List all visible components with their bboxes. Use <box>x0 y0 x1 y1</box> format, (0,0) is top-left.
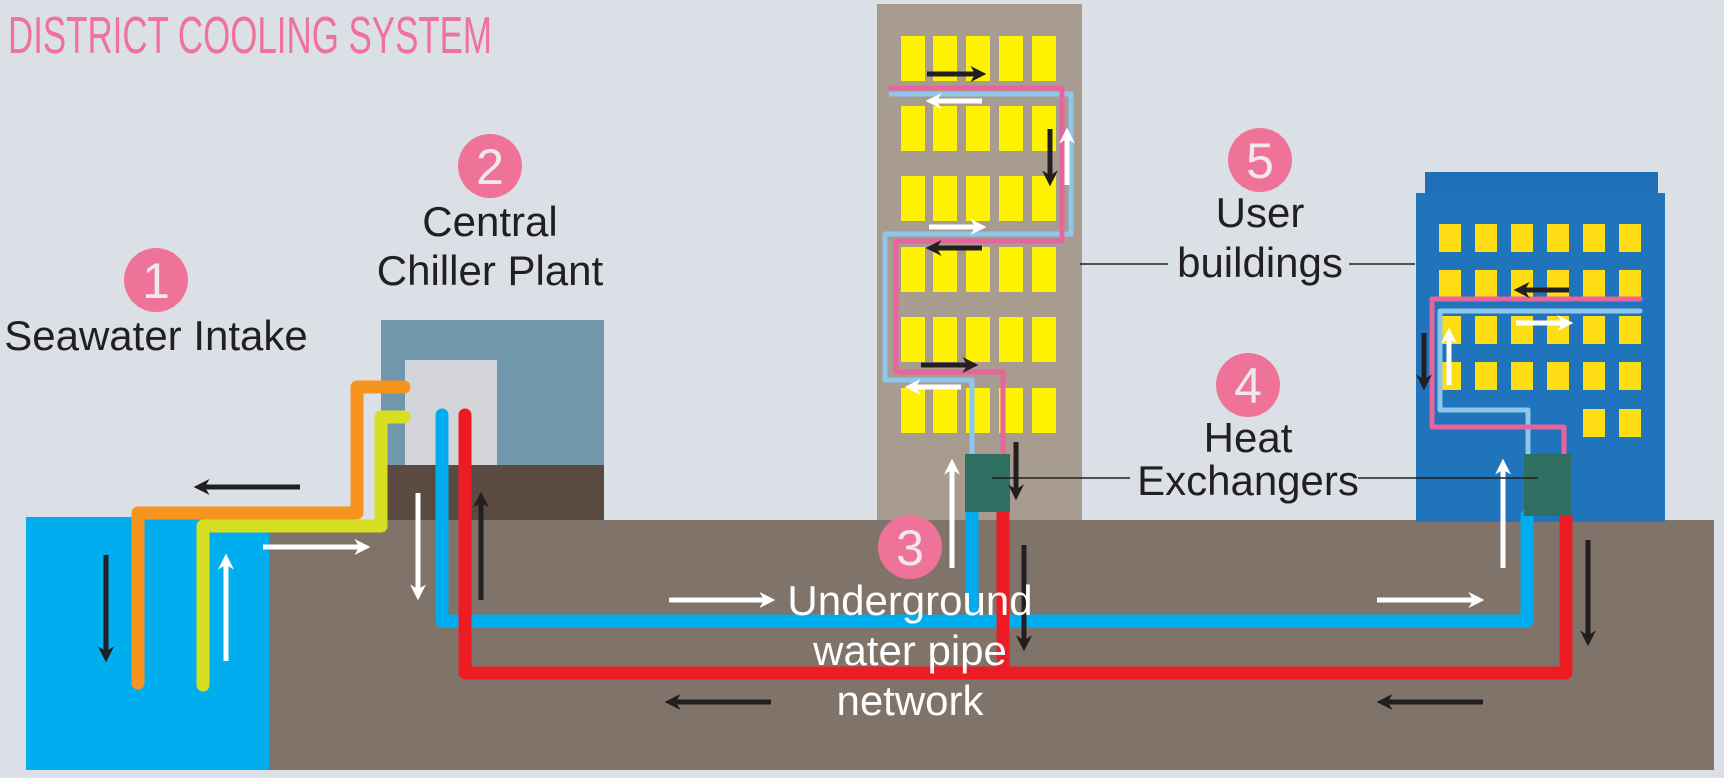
window <box>1583 224 1605 252</box>
step-1-seawater-intake: 1 Seawater Intake <box>4 248 308 359</box>
step-number-2: 2 <box>476 139 504 195</box>
seawater-intake-pipe <box>196 410 411 692</box>
step-label-user: User <box>1216 189 1305 236</box>
window <box>901 388 925 433</box>
window <box>1583 316 1605 344</box>
window <box>1547 270 1569 298</box>
window <box>933 317 957 362</box>
chilled-water-supply-pipe <box>435 408 1534 628</box>
window <box>1583 409 1605 437</box>
window <box>999 176 1023 221</box>
window <box>966 247 990 292</box>
tan-building-supply-loop <box>882 91 1074 457</box>
step-badge-1 <box>124 248 188 312</box>
window <box>1475 224 1497 252</box>
window <box>1439 224 1461 252</box>
user-building-tan <box>877 4 1082 520</box>
window <box>1475 270 1497 298</box>
window <box>933 106 957 151</box>
step-label-seawater-intake: Seawater Intake <box>4 312 308 359</box>
window <box>999 317 1023 362</box>
step-badge-2 <box>458 134 522 198</box>
ground <box>268 520 1714 770</box>
window <box>901 247 925 292</box>
step-number-4: 4 <box>1234 358 1262 414</box>
step-label-underground: Underground <box>787 577 1032 624</box>
window <box>1583 270 1605 298</box>
step-number-5: 5 <box>1246 133 1274 189</box>
chiller-plant-window <box>405 360 497 465</box>
window <box>1511 270 1533 298</box>
flow-arrows <box>97 65 1597 711</box>
seawater-return-pipe <box>131 380 411 690</box>
window <box>999 36 1023 81</box>
window <box>933 388 957 433</box>
window <box>1619 362 1641 390</box>
window <box>1547 316 1569 344</box>
window <box>1511 362 1533 390</box>
window <box>966 176 990 221</box>
window <box>1619 316 1641 344</box>
window <box>1619 409 1641 437</box>
step-2-central-chiller-plant: 2 Central Chiller Plant <box>377 134 604 294</box>
step-4-heat-exchangers: 4 Heat Exchangers <box>1137 353 1359 504</box>
chiller-plant-base <box>381 465 604 520</box>
central-chiller-plant <box>381 320 604 520</box>
step-label-buildings: buildings <box>1177 239 1343 286</box>
window <box>1032 317 1056 362</box>
window <box>1547 362 1569 390</box>
step-badge-5 <box>1228 128 1292 192</box>
chilled-water-return-pipe <box>458 408 1573 680</box>
window <box>966 106 990 151</box>
step-label-chiller-plant: Chiller Plant <box>377 247 604 294</box>
window <box>1439 270 1461 298</box>
window <box>901 176 925 221</box>
window <box>1032 176 1056 221</box>
step-label-central: Central <box>422 198 557 245</box>
window <box>1619 270 1641 298</box>
step-label-water-pipe: water pipe <box>812 627 1007 674</box>
window <box>1032 36 1056 81</box>
step-number-1: 1 <box>142 253 170 309</box>
window <box>1583 362 1605 390</box>
window <box>933 247 957 292</box>
step-3-underground-network: 3 Underground water pipe network <box>787 515 1033 724</box>
step-label-exchangers: Exchangers <box>1137 457 1359 504</box>
diagram-title: DISTRICT COOLING SYSTEM <box>8 7 492 65</box>
blue-building-return-loop <box>1429 296 1643 457</box>
seawater-body <box>26 517 269 770</box>
window <box>1032 247 1056 292</box>
window <box>1475 362 1497 390</box>
window <box>1619 224 1641 252</box>
tan-building-return-loop <box>888 85 1065 457</box>
window <box>901 106 925 151</box>
step-label-network: network <box>836 677 984 724</box>
window <box>1032 388 1056 433</box>
heat-exchanger-blue-building <box>1524 454 1571 516</box>
window <box>1475 316 1497 344</box>
step-badge-4 <box>1216 353 1280 417</box>
step-number-3: 3 <box>896 520 924 576</box>
window <box>901 36 925 81</box>
window <box>901 317 925 362</box>
window <box>999 247 1023 292</box>
step-5-user-buildings: 5 User buildings <box>1177 128 1343 286</box>
step-badge-3 <box>878 515 942 579</box>
step-label-heat: Heat <box>1204 414 1293 461</box>
window <box>933 176 957 221</box>
window <box>1511 316 1533 344</box>
window <box>1511 224 1533 252</box>
window <box>1547 224 1569 252</box>
blue-building-roof <box>1425 172 1658 194</box>
window <box>999 106 1023 151</box>
heat-exchanger-tan-building <box>965 454 1010 512</box>
window <box>966 317 990 362</box>
